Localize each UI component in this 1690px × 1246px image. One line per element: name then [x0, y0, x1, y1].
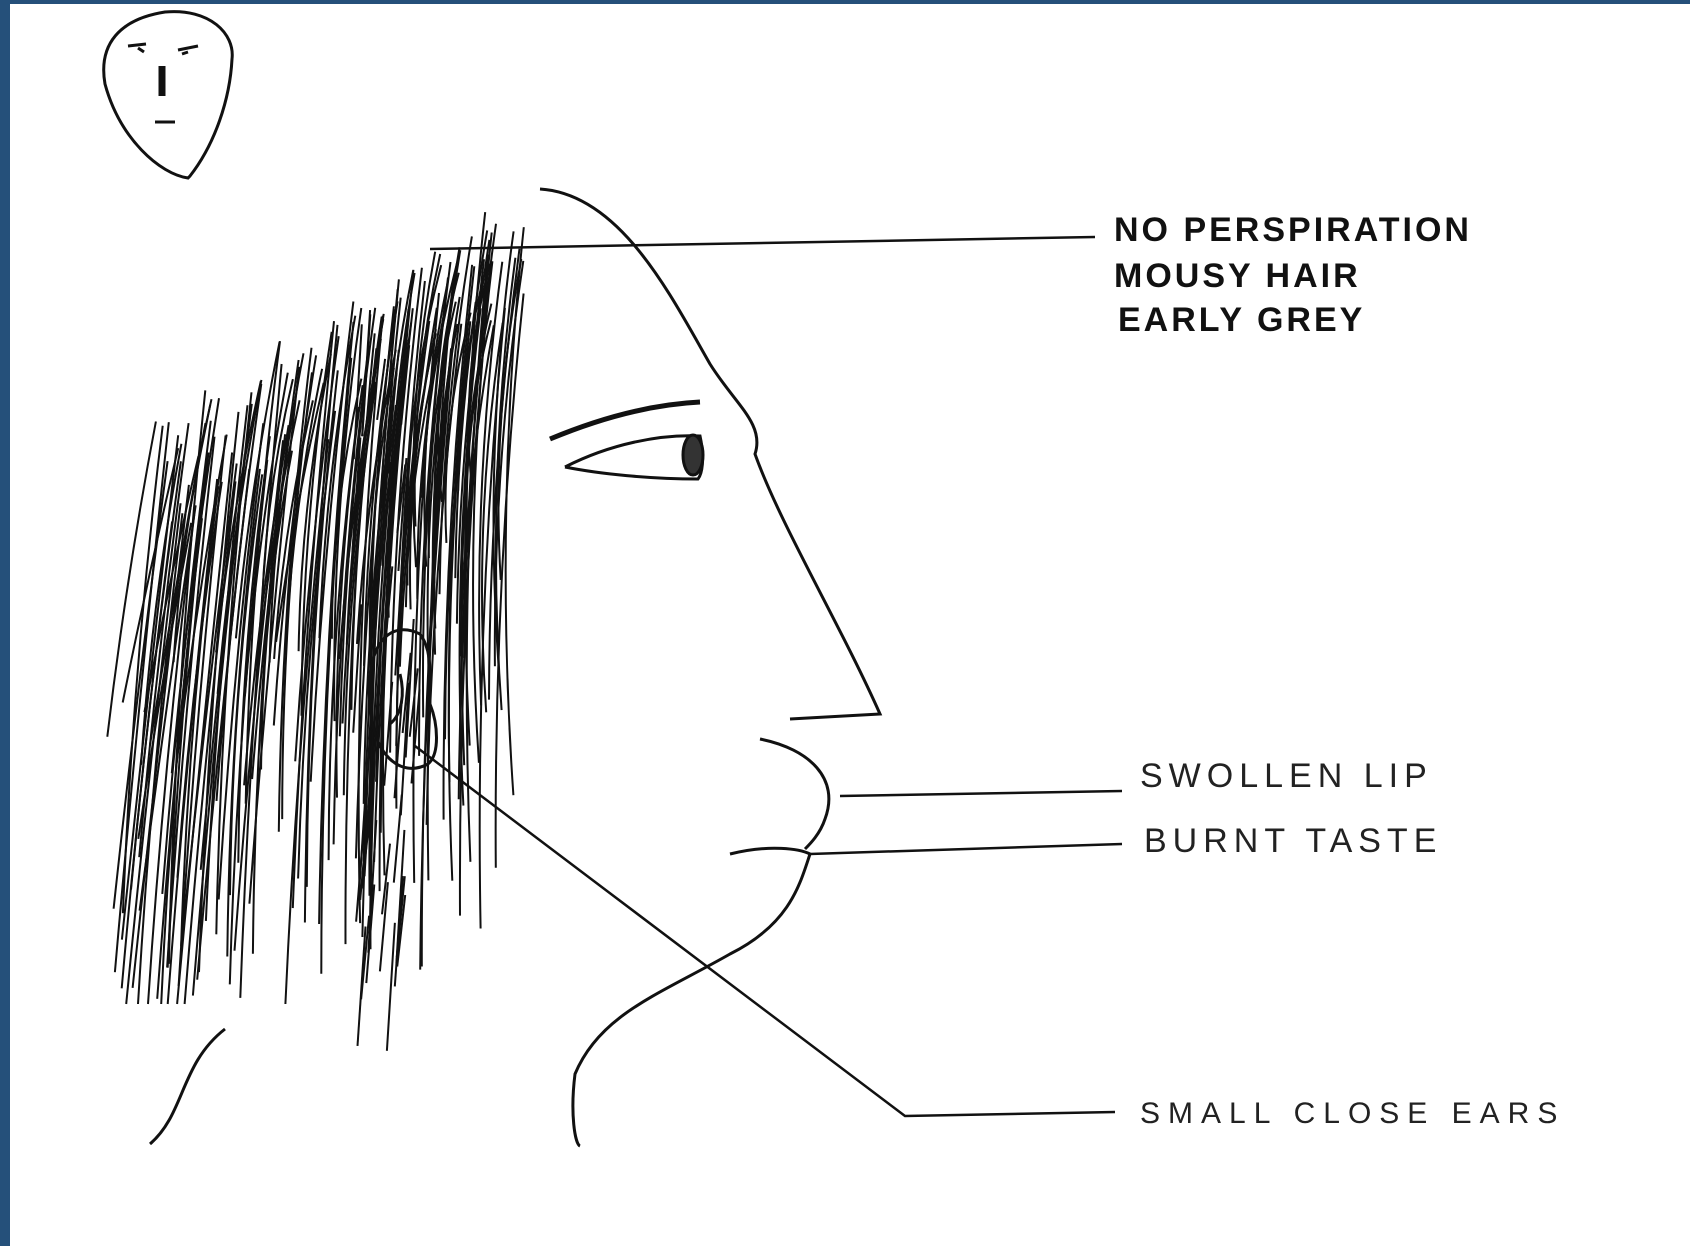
label-no-perspiration: NO PERSPIRATION [1114, 208, 1472, 252]
label-swollen-lip: SWOLLEN LIP [1140, 754, 1433, 798]
label-burnt-taste: BURNT TASTE [1144, 819, 1442, 863]
label-small-close-ears: SMALL CLOSE EARS [1140, 1094, 1565, 1133]
leader-line-taste [810, 844, 1122, 854]
small-face-icon [104, 12, 233, 178]
illustration-panel: NO PERSPIRATION MOUSY HAIR EARLY GREY SW… [10, 4, 1690, 1246]
leader-lines [415, 237, 1122, 1116]
label-early-grey: EARLY GREY [1118, 298, 1365, 342]
profile-drawing [10, 4, 1690, 1246]
leader-line-lip [840, 791, 1122, 796]
hair-strand [496, 294, 524, 868]
eye [550, 402, 703, 479]
hair-strands [107, 212, 524, 1051]
leader-line-hair [430, 237, 1095, 249]
label-mousy-hair: MOUSY HAIR [1114, 254, 1361, 298]
hair-strand [387, 923, 395, 1051]
